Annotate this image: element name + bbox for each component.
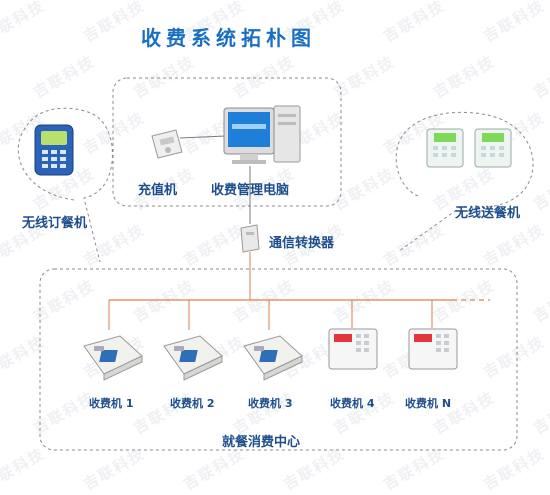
converter-icon [238,224,262,258]
terminal-2-icon [160,330,224,386]
terminal-4-icon [328,328,378,374]
management-pc-icon [222,100,304,176]
recharge-pc-wire [179,135,227,139]
wireless-order-machine-icon [34,124,74,180]
pc-label: 收费管理电脑 [211,183,290,198]
terminal-label: 收费机 4 [330,397,375,410]
terminal-label: 收费机 2 [170,397,215,410]
terminal-1-icon [80,330,144,386]
terminal-label: 收费机 3 [248,397,293,410]
recharge-machine-icon [148,126,184,164]
terminal-label: 收费机 N [405,397,452,410]
diagram-title: 收费系统拓朴图 [141,26,316,50]
recharge-label: 充值机 [138,183,178,198]
topology-lines [17,77,534,451]
dining-center-label: 就餐消费中心 [222,435,301,450]
wireless-order-label: 无线订餐机 [22,216,88,231]
terminal-n-icon [408,328,458,374]
terminal-3-icon [240,330,304,386]
wireless-delivery-machine-icon [426,128,512,172]
dining-center-frame [39,268,518,451]
converter-label: 通信转换器 [269,236,335,251]
wireless-delivery-label: 无线送餐机 [455,206,521,221]
terminal-label: 收费机 1 [89,397,134,410]
management-frame [112,77,342,207]
order-bubble [17,107,113,263]
